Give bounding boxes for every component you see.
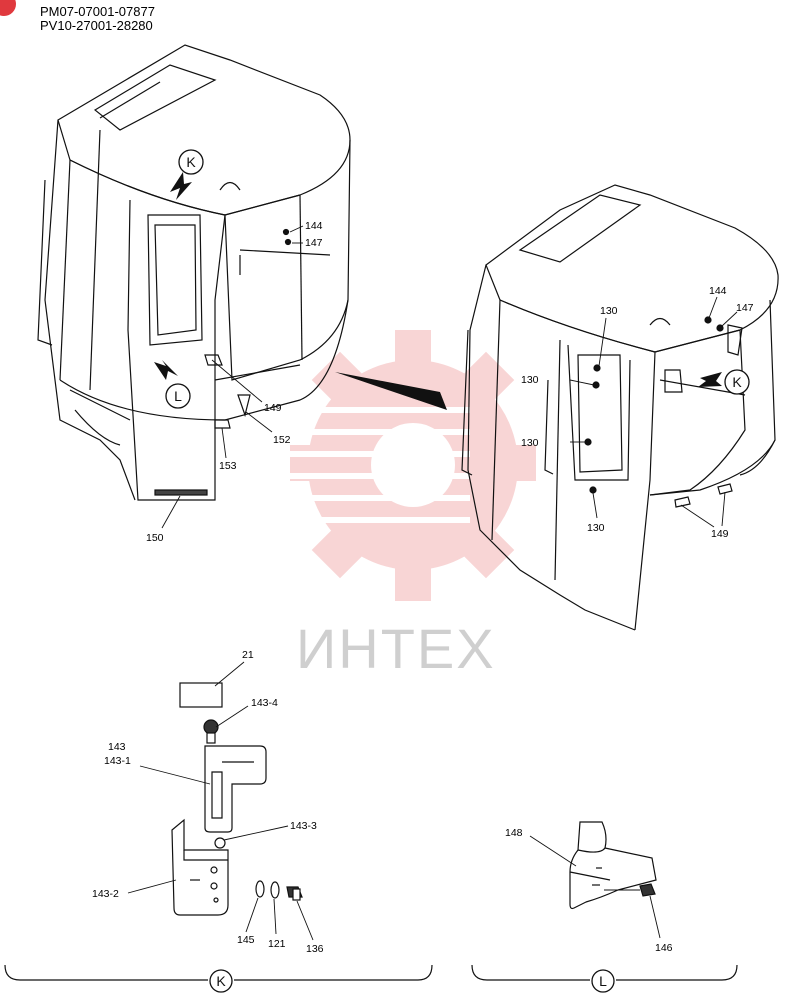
detail-l-parts [569, 821, 657, 910]
detail-pointer-arrow [335, 372, 447, 410]
view-l-marker-left: L [165, 383, 191, 409]
callout-143-4: 143-4 [251, 697, 278, 709]
callout-143: 143 [108, 741, 126, 753]
callout-144-right: 144 [709, 285, 727, 297]
callout-149-left: 149 [264, 402, 282, 414]
cab-view-left [37, 44, 351, 501]
leaders-right [569, 296, 738, 528]
view-k-arrow-right [698, 372, 722, 387]
callout-150: 150 [146, 532, 164, 544]
leaders-left [161, 225, 304, 529]
view-l-label-bottom: L [599, 973, 607, 989]
view-k-arrow-left [170, 172, 192, 200]
view-k-marker-left: K [178, 149, 204, 175]
callout-148: 148 [505, 827, 523, 839]
callout-146: 146 [655, 942, 673, 954]
callout-145: 145 [237, 934, 255, 946]
leaders-detail-l [529, 835, 661, 939]
view-k-bracket [4, 964, 433, 981]
detail-k-parts [171, 682, 303, 916]
callout-147-left: 147 [305, 237, 323, 249]
callout-136: 136 [306, 943, 324, 955]
cab-view-right [461, 184, 779, 631]
callout-130-b: 130 [521, 374, 539, 386]
view-k-label-left: K [186, 154, 196, 170]
view-k-marker-right: K [724, 369, 750, 395]
callout-121: 121 [268, 938, 286, 950]
callout-143-2: 143-2 [92, 888, 119, 900]
view-l-marker-bottom: L [591, 969, 615, 993]
callout-143-1: 143-1 [104, 755, 131, 767]
leaders-detail-k [127, 661, 314, 941]
view-k-label-right: K [732, 374, 742, 390]
view-k-label-bottom: K [216, 973, 226, 989]
callout-149-right: 149 [711, 528, 729, 540]
serial-range-2: PV10-27001-28280 [40, 18, 153, 33]
serial-range-1: PM07-07001-07877 [40, 4, 155, 19]
callout-143-3: 143-3 [290, 820, 317, 832]
callout-130-d: 130 [587, 522, 605, 534]
watermark-text: ИНТЕХ [296, 617, 496, 680]
view-k-marker-bottom: K [209, 969, 233, 993]
callout-147-right: 147 [736, 302, 754, 314]
callout-152: 152 [273, 434, 291, 446]
watermark-gear-logo [250, 330, 536, 601]
callout-153: 153 [219, 460, 237, 472]
view-l-label-left: L [174, 388, 182, 404]
callout-144-left: 144 [305, 220, 323, 232]
callout-21: 21 [242, 649, 254, 661]
corner-page-badge [0, 0, 16, 16]
view-l-arrow-left [154, 360, 178, 380]
view-l-bracket [471, 964, 738, 981]
callout-130-a: 130 [600, 305, 618, 317]
callout-130-c: 130 [521, 437, 539, 449]
